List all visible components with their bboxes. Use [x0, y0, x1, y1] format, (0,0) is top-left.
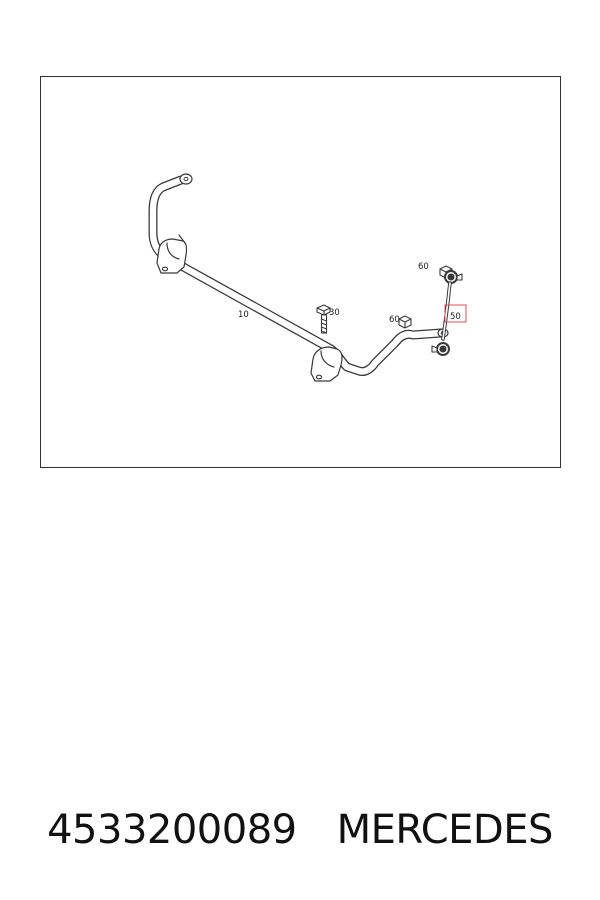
callout-nut-lower: 60	[389, 315, 400, 325]
callout-bar: 10	[238, 310, 249, 320]
callout-link: 50	[450, 312, 461, 322]
footer-caption: 4533200089 MERCEDES	[0, 800, 600, 860]
mount-bracket-right	[310, 346, 343, 382]
mount-bracket-left	[156, 234, 188, 274]
diagram-frame: 10 30 50 60 60	[40, 76, 561, 468]
stabilizer-bar	[148, 173, 449, 376]
callout-highlight-box	[444, 304, 467, 323]
callout-nut-upper: 60	[418, 262, 429, 272]
nut-60-lower	[398, 315, 412, 329]
stabilizer-link-50	[431, 270, 463, 356]
parts-diagram: 10 30 50 60 60	[148, 173, 467, 382]
callout-bolt: 30	[329, 308, 340, 318]
brand-name: MERCEDES	[336, 807, 554, 853]
part-number: 4533200089	[47, 807, 297, 853]
bolt-30	[316, 304, 331, 334]
